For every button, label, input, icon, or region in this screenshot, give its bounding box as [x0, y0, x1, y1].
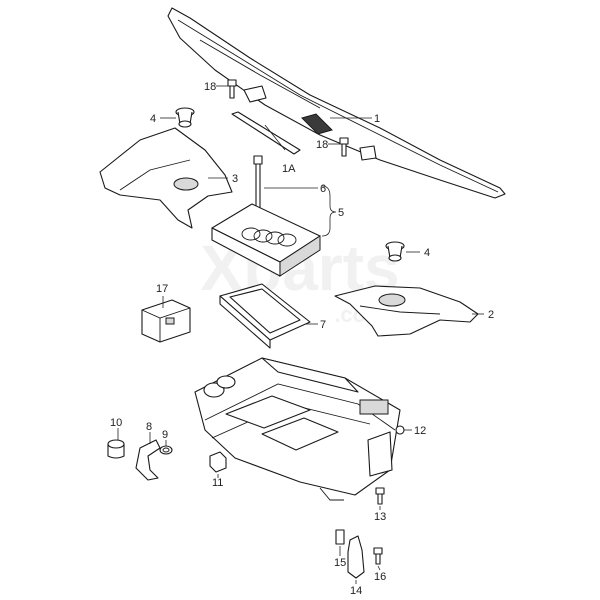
callout-18-upper: 18 — [204, 81, 216, 93]
callout-4-right: 4 — [424, 247, 430, 259]
callout-14: 14 — [350, 585, 362, 597]
callout-5: 5 — [338, 207, 344, 219]
grommet-left — [175, 107, 195, 128]
heater-unit — [194, 357, 401, 501]
filter-frame — [219, 283, 311, 349]
hose-clamp — [159, 445, 173, 455]
bolt-13 — [375, 487, 385, 505]
callout-1a: 1A — [282, 163, 296, 175]
bolt-upper — [227, 79, 237, 99]
four-rings-emblem — [241, 227, 297, 247]
callout-8: 8 — [146, 421, 152, 433]
grommet-right — [385, 241, 405, 262]
water-deflector-left — [99, 127, 233, 229]
callout-12: 12 — [414, 425, 426, 437]
filter-housing — [211, 203, 321, 277]
sleeve — [107, 439, 125, 459]
bolt-lower — [339, 137, 349, 157]
callout-11: 11 — [212, 477, 223, 489]
plenum-panel — [167, 7, 506, 199]
control-unit — [141, 299, 191, 343]
bracket — [347, 535, 365, 579]
callout-2: 2 — [488, 309, 494, 321]
seal-strip — [231, 111, 301, 155]
callout-3: 3 — [232, 173, 238, 185]
callout-10: 10 — [110, 417, 122, 429]
callout-16: 16 — [374, 571, 386, 583]
callout-17: 17 — [156, 283, 168, 295]
callout-9: 9 — [162, 429, 168, 441]
screw-16 — [373, 547, 383, 565]
callout-7: 7 — [320, 319, 326, 331]
plug — [209, 451, 227, 473]
water-deflector-right — [334, 285, 479, 337]
callout-4-left: 4 — [150, 113, 156, 125]
filter-housing-bolt — [253, 155, 263, 211]
callout-1: 1 — [374, 113, 380, 125]
drain-hose — [135, 439, 161, 481]
callout-15: 15 — [334, 557, 346, 569]
callout-18-lower: 18 — [316, 139, 328, 151]
leader-lines — [117, 85, 484, 584]
clip — [335, 529, 345, 545]
callout-6: 6 — [320, 183, 326, 195]
nut — [395, 425, 405, 435]
callout-13: 13 — [374, 511, 386, 523]
